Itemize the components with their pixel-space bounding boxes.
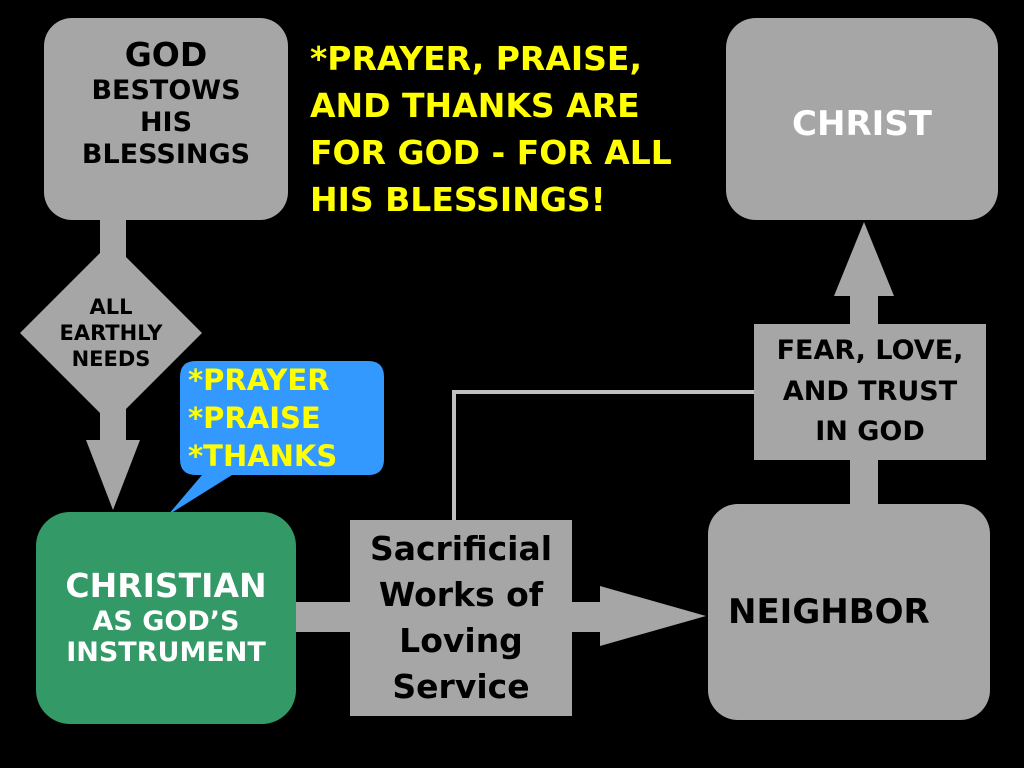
needs-line-2: EARTHLY (59, 320, 163, 345)
god-box-line-3: HIS (139, 106, 193, 138)
christian-to-neighbor-arrowhead (600, 586, 706, 646)
god-bestows-box: GOD BESTOWS HIS BLESSINGS (44, 18, 288, 220)
works-line-2: Works of (378, 574, 544, 614)
christian-box-line-3: INSTRUMENT (66, 637, 266, 669)
neighbor-label: NEIGHBOR (728, 591, 930, 632)
bubble-line-thanks: *THANKS (188, 439, 338, 474)
bubble-line-praise: *PRAISE (188, 400, 321, 435)
christ-label: CHRIST (792, 104, 932, 144)
note-line-1: *PRAYER, PRAISE, (310, 39, 642, 78)
fear-love-trust-box: FEAR, LOVE, AND TRUST IN GOD (754, 324, 986, 460)
works-line-3: Loving (399, 621, 523, 660)
note-line-4: HIS BLESSINGS! (310, 179, 606, 219)
prayer-praise-note: *PRAYER, PRAISE, AND THANKS ARE FOR GOD … (310, 36, 720, 226)
prayer-praise-thanks-list: *PRAYER *PRAISE *THANKS (188, 358, 388, 478)
god-box-line-4: BLESSINGS (81, 138, 251, 170)
note-line-3: FOR GOD - FOR ALL (310, 132, 672, 172)
fear-line-1: FEAR, LOVE, (776, 335, 964, 367)
christ-box: CHRIST (726, 18, 998, 220)
needs-line-1: ALL (89, 294, 133, 319)
note-line-2: AND THANKS ARE (310, 85, 640, 125)
speech-bubble (168, 361, 384, 515)
fear-line-3: IN GOD (815, 416, 925, 448)
god-box-line-2: BESTOWS (91, 74, 241, 106)
bubble-line-prayer: *PRAYER (188, 362, 330, 397)
fear-line-2: AND TRUST (782, 375, 958, 407)
sacrificial-works-box: Sacrificial Works of Loving Service (350, 520, 572, 716)
god-box-line-1: GOD (124, 35, 208, 74)
needs-line-3: NEEDS (71, 347, 151, 372)
earthly-needs-diamond (20, 242, 202, 424)
christian-box-line-2: AS GOD’S (92, 605, 240, 637)
works-line-4: Service (392, 667, 530, 707)
christian-instrument-box: CHRISTIAN AS GOD’S INSTRUMENT (36, 512, 296, 724)
neighbor-to-christ-arrowhead (834, 222, 894, 296)
works-line-1: Sacrificial (369, 528, 553, 568)
works-to-fear-line (452, 390, 756, 520)
christian-box-line-1: CHRISTIAN (65, 565, 267, 605)
god-to-christian-arrowhead (86, 440, 140, 510)
diamond-shape (20, 242, 202, 424)
speech-bubble-shape (168, 361, 384, 515)
earthly-needs-label: ALL EARTHLY NEEDS (18, 240, 204, 426)
neighbor-box: NEIGHBOR (708, 504, 990, 720)
